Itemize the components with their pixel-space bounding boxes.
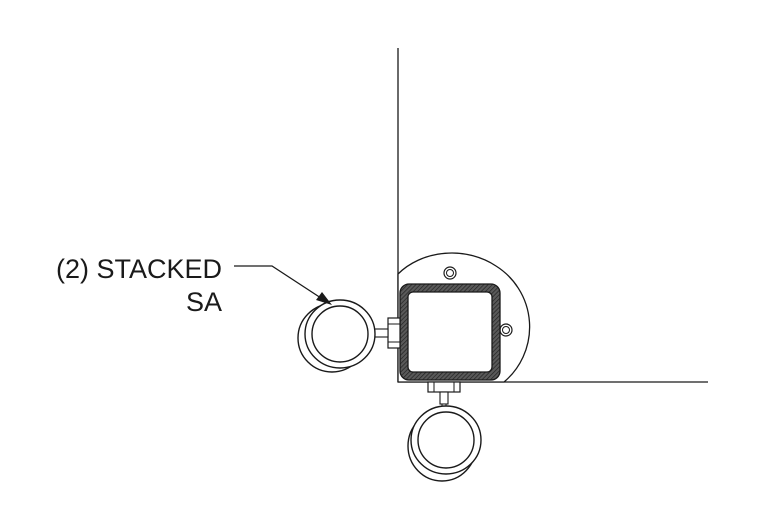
bolt-hole-right: [499, 323, 513, 337]
bolt-hole-top: [443, 266, 457, 280]
square-post: [399, 283, 501, 381]
bottom-bracket: [427, 381, 461, 410]
bottom-stacked-sa: [407, 405, 482, 482]
callout-label-line2: SA: [186, 287, 222, 317]
left-stacked-sa: [297, 299, 376, 373]
callout-label-line1: (2) STACKED: [56, 254, 222, 284]
callout-leader: [234, 265, 332, 305]
arrowhead-icon: [316, 292, 332, 305]
